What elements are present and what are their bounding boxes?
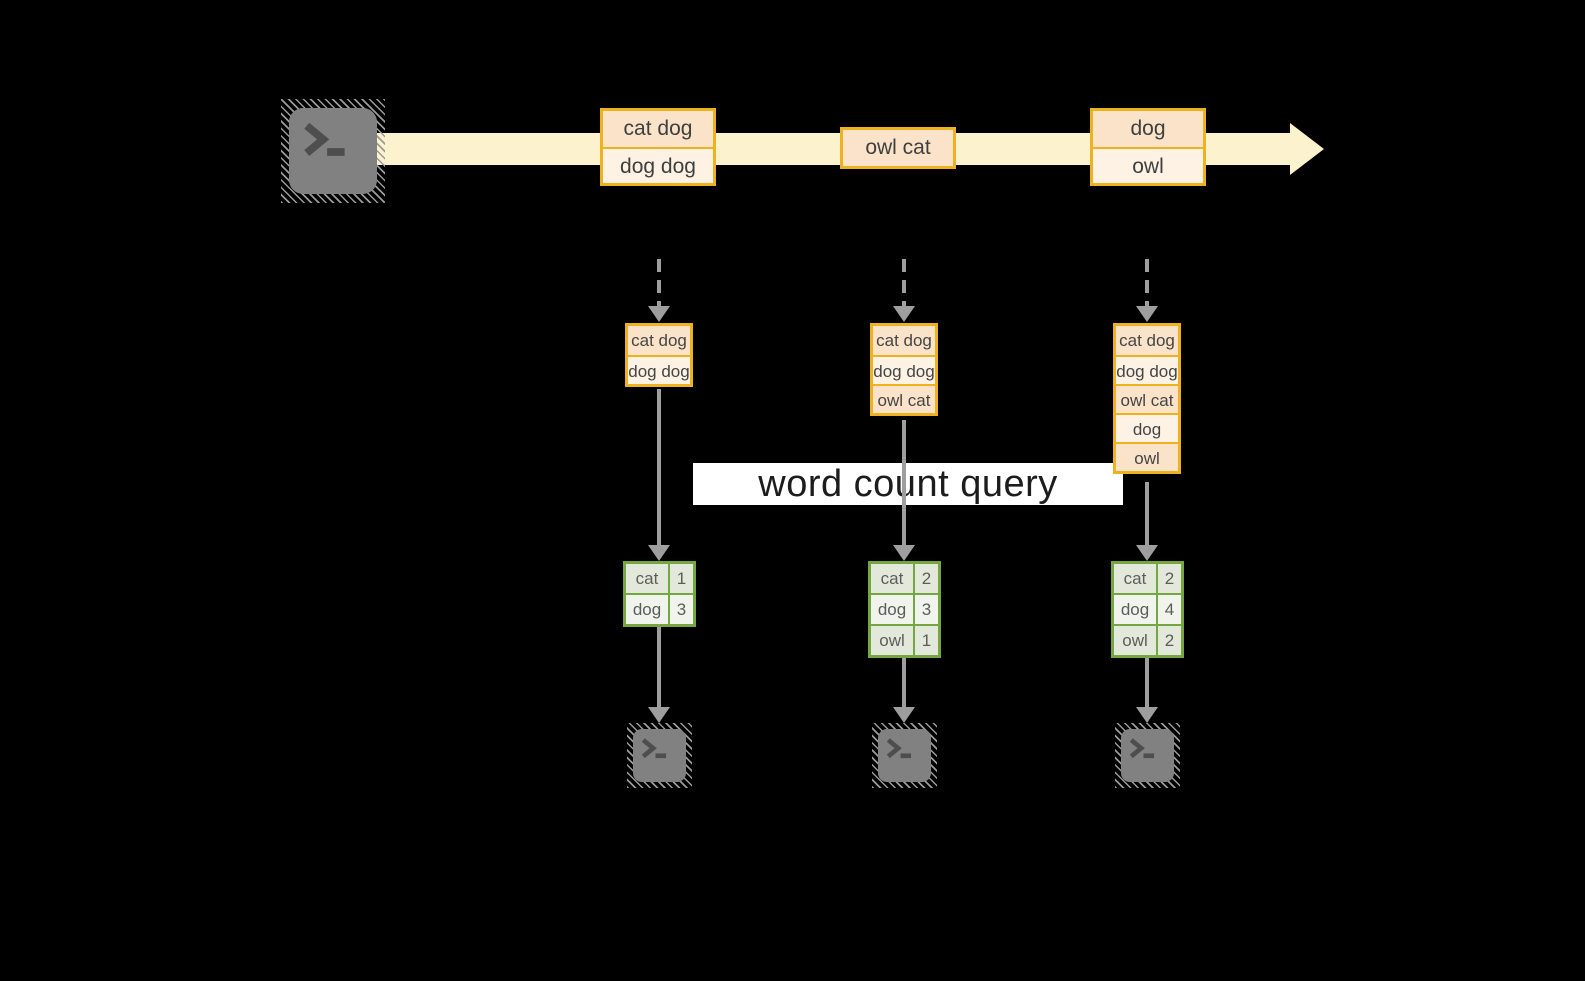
result-arrowhead-icon — [648, 545, 670, 561]
query-connector-line — [657, 389, 661, 545]
terminal-sink-icon — [627, 723, 692, 788]
terminal-sink-icon — [872, 723, 937, 788]
terminal-window — [289, 108, 377, 194]
terminal-window — [633, 729, 686, 782]
terminal-source-icon — [281, 99, 385, 203]
query-connector-line — [1145, 482, 1149, 545]
count-cell: 2 — [1158, 626, 1181, 655]
accumulated-input-line: owl cat — [873, 384, 935, 413]
count-cell: 2 — [915, 564, 938, 593]
word-cell: cat — [871, 564, 913, 593]
word-cell: cat — [626, 564, 668, 593]
trigger-arrowhead-icon — [648, 306, 670, 322]
accumulated-input-line: cat dog — [1116, 326, 1178, 355]
count-cell: 1 — [670, 564, 693, 593]
stream-batch-item: cat dog — [603, 111, 713, 147]
stream-batch-item: dog — [1093, 111, 1203, 147]
accumulated-input-line: owl — [1116, 442, 1178, 471]
output-connector-line — [1145, 658, 1149, 707]
terminal-prompt-icon — [304, 123, 345, 157]
word-cell: dog — [1114, 595, 1156, 624]
terminal-window — [878, 729, 931, 782]
trigger-arrowhead-icon — [893, 306, 915, 322]
trigger-arrow-dashed-line — [1145, 259, 1149, 306]
terminal-sink-icon — [1115, 723, 1180, 788]
word-cell: cat — [1114, 564, 1156, 593]
stream-batch-item: owl — [1093, 147, 1203, 183]
count-cell: 3 — [670, 595, 693, 624]
count-cell: 4 — [1158, 595, 1181, 624]
word-cell: owl — [1114, 626, 1156, 655]
result-arrowhead-icon — [1136, 545, 1158, 561]
terminal-prompt-icon — [1130, 738, 1155, 759]
output-connector-line — [902, 658, 906, 707]
accumulated-input-line: dog dog — [628, 355, 690, 384]
trigger-arrow-dashed-line — [657, 259, 661, 306]
output-arrowhead-icon — [648, 707, 670, 723]
result-arrowhead-icon — [893, 545, 915, 561]
query-connector-line — [902, 420, 906, 545]
terminal-prompt-icon — [642, 738, 667, 759]
count-cell: 3 — [915, 595, 938, 624]
count-cell: 1 — [915, 626, 938, 655]
output-arrowhead-icon — [893, 707, 915, 723]
output-arrowhead-icon — [1136, 707, 1158, 723]
trigger-arrow-dashed-line — [902, 259, 906, 306]
query-label: word count query — [758, 462, 1058, 505]
accumulated-input-line: dog dog — [1116, 355, 1178, 384]
terminal-prompt-icon — [887, 738, 912, 759]
trigger-arrowhead-icon — [1136, 306, 1158, 322]
stream-batch-box: owl cat — [840, 127, 956, 169]
stream-timeline-arrowhead-icon — [1290, 123, 1324, 175]
accumulated-input-line: dog dog — [873, 355, 935, 384]
terminal-window — [1121, 729, 1174, 782]
stream-batch-item: owl cat — [843, 130, 953, 166]
word-cell: dog — [871, 595, 913, 624]
word-cell: owl — [871, 626, 913, 655]
query-label-band: word count query — [693, 463, 1123, 505]
accumulated-input-line: dog — [1116, 413, 1178, 442]
stream-batch-item: dog dog — [603, 147, 713, 183]
word-cell: dog — [626, 595, 668, 624]
output-connector-line — [657, 627, 661, 707]
accumulated-input-line: cat dog — [873, 326, 935, 355]
count-cell: 2 — [1158, 564, 1181, 593]
accumulated-input-line: cat dog — [628, 326, 690, 355]
accumulated-input-line: owl cat — [1116, 384, 1178, 413]
